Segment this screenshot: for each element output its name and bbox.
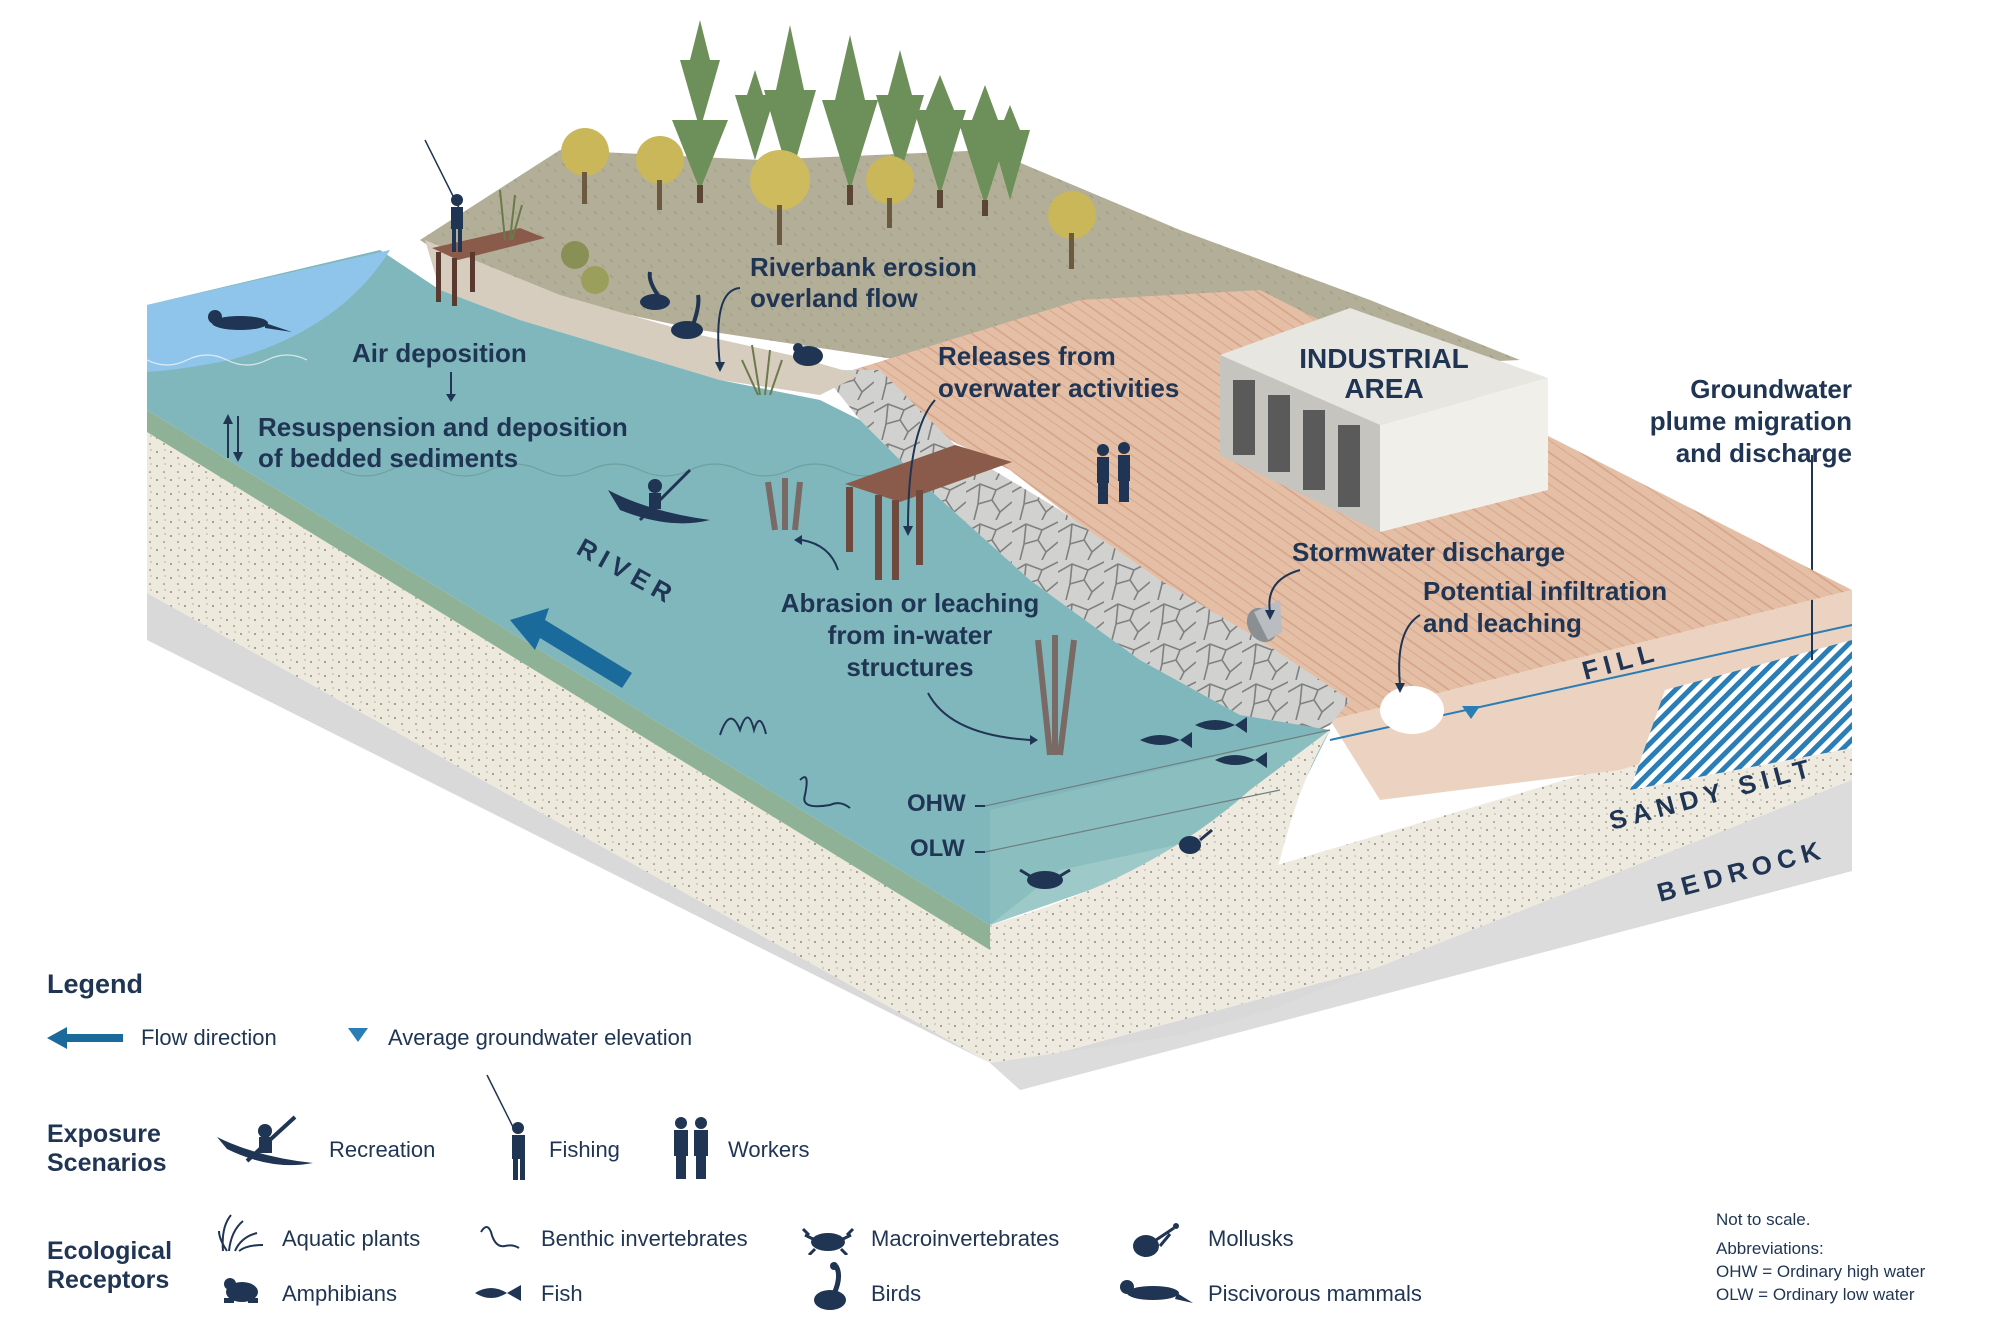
deciduous-trees [561, 128, 1096, 294]
bird-icon [814, 1262, 846, 1310]
mollusks-label: Mollusks [1208, 1226, 1294, 1251]
bedrock-layer [990, 780, 1852, 1090]
aquatic-plants-label: Aquatic plants [282, 1226, 421, 1251]
macroinvertebrates-label: Macroinvertebrates [871, 1226, 1060, 1251]
process-arrows [223, 287, 1421, 745]
river-water-front [990, 730, 1330, 925]
olw-label: OLW [910, 835, 965, 862]
frog-figure [793, 343, 823, 366]
flow-arrow-icon [47, 1027, 123, 1049]
mollusk-icon [1133, 1223, 1179, 1257]
geese [640, 271, 703, 339]
workers-label: Workers [728, 1137, 810, 1162]
infiltration-label-line2: and leaching [1423, 608, 1582, 638]
groundwater-label-line2: plume migration [1650, 406, 1852, 436]
piscivorous-mammals-label: Piscivorous mammals [1208, 1281, 1422, 1306]
aquatic-plant-icon [218, 1214, 264, 1252]
amphibians-label: Amphibians [282, 1281, 397, 1306]
ecological-receptors-title: Ecological Receptors [47, 1237, 172, 1295]
abrasion-label-line1: Abrasion or leaching [781, 588, 1040, 618]
otter-figure [208, 310, 292, 332]
ohw-label: OHW [907, 790, 966, 817]
groundwater-triangle-marker [1462, 706, 1480, 719]
abbreviations-title: Abbreviations: [1716, 1239, 1824, 1258]
workers-figure [1097, 442, 1130, 504]
benthic-worm-icon [480, 1226, 520, 1249]
conifer-trees [672, 20, 1030, 216]
fish-figures [1140, 717, 1267, 768]
benthic-figures [719, 716, 851, 809]
ohw-definition: OHW = Ordinary high water [1716, 1262, 1926, 1281]
bedded-sediment-layer [147, 410, 990, 950]
fisher-icon [486, 1074, 525, 1180]
kayak-icon [217, 1115, 313, 1166]
kayaker-figure [608, 468, 710, 524]
flow-direction-label: Flow direction [141, 1025, 277, 1050]
frog-icon [224, 1278, 258, 1303]
groundwater-plume-hatch [1630, 640, 1852, 790]
sandy-beach [425, 240, 860, 395]
olw-definition: OLW = Ordinary low water [1716, 1285, 1915, 1304]
industrial-area-label-line1: INDUSTRIAL [1299, 343, 1469, 374]
exposure-title-line1: Exposure [47, 1120, 161, 1148]
resuspension-label-line2: of bedded sediments [258, 443, 518, 473]
benthic-invertebrates-label: Benthic invertebrates [541, 1226, 748, 1251]
legend-title: Legend [47, 969, 144, 999]
workers-icon [674, 1117, 708, 1179]
releases-label-line2: overwater activities [938, 373, 1179, 403]
riverbank-erosion-label-line1: Riverbank erosion [750, 252, 977, 282]
crab-figure [1019, 868, 1071, 889]
exposure-scenarios-title: Exposure Scenarios [47, 1120, 167, 1178]
stormwater-label: Stormwater discharge [1292, 537, 1565, 567]
in-water-pilings [765, 478, 1077, 756]
otter-icon [1120, 1280, 1193, 1303]
river-water-shallow [147, 250, 390, 372]
infiltration-label-line1: Potential infiltration [1423, 576, 1667, 606]
groundwater-elevation-label: Average groundwater elevation [388, 1025, 693, 1050]
river-water [147, 250, 1330, 925]
recreation-label: Recreation [329, 1137, 436, 1162]
scale-note: Not to scale. [1716, 1210, 1811, 1229]
exposure-title-line2: Scenarios [47, 1149, 167, 1177]
ecological-title-line2: Receptors [47, 1266, 170, 1294]
groundwater-label-line1: Groundwater [1690, 374, 1852, 404]
groundwater-triangle-icon [348, 1028, 368, 1042]
fish-label: Fish [541, 1281, 583, 1306]
mollusk-figure [1179, 828, 1213, 854]
fish-icon [475, 1285, 521, 1301]
abrasion-label-line3: structures [846, 652, 973, 682]
crab-icon [801, 1227, 855, 1255]
releases-label-line1: Releases from [938, 341, 1116, 371]
riverbank-erosion-label-line2: overland flow [750, 283, 918, 313]
flow-direction-arrow [510, 608, 632, 688]
infiltration-zone [1380, 686, 1444, 734]
abrasion-label-line2: from in-water [828, 620, 993, 650]
fishing-label: Fishing [549, 1137, 620, 1162]
resuspension-label-line1: Resuspension and deposition [258, 412, 628, 442]
fisher-figure [424, 139, 463, 252]
birds-label: Birds [871, 1281, 922, 1306]
air-deposition-label: Air deposition [352, 338, 527, 368]
overwater-pier [845, 445, 1012, 502]
industrial-building [1220, 308, 1548, 532]
ecological-title-line1: Ecological [47, 1237, 173, 1265]
industrial-area-label-line2: AREA [1344, 373, 1423, 404]
reeds [499, 189, 783, 396]
fill-layer [1330, 590, 1852, 800]
groundwater-label-line3: and discharge [1676, 438, 1852, 468]
